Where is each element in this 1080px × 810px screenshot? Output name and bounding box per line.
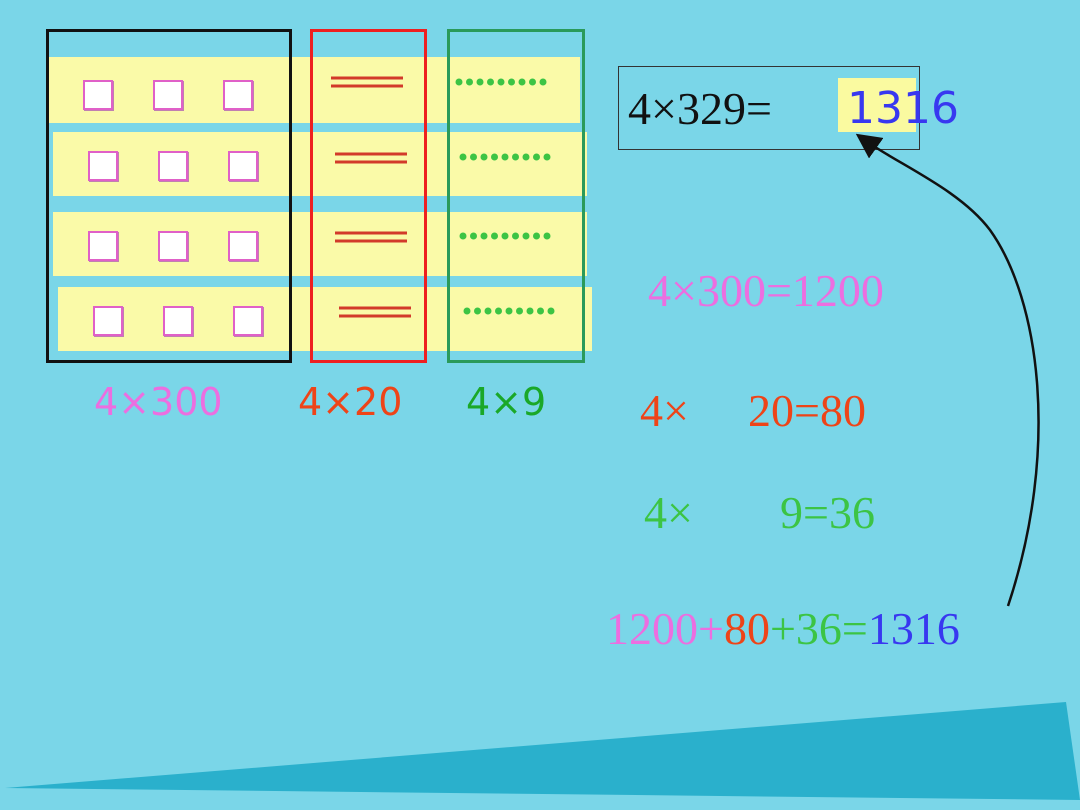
row-strip-3 bbox=[53, 212, 587, 276]
tens-group-label: 4×20 bbox=[298, 380, 403, 424]
row-strip-2 bbox=[53, 132, 587, 196]
ones-dot-row bbox=[463, 307, 555, 315]
tens-double-line bbox=[339, 306, 411, 318]
main-equation-lhs: 4×329= bbox=[628, 83, 772, 134]
partial-hundreds: 4×300=1200 bbox=[648, 265, 884, 316]
main-equation-result: 1316 bbox=[847, 83, 959, 134]
partial-ones-rest: 9=36 bbox=[780, 487, 875, 538]
main-equation-box bbox=[618, 66, 920, 150]
hundred-square bbox=[233, 306, 263, 336]
sum-equation: 1200+80+36=1316 bbox=[606, 606, 960, 652]
hundred-square bbox=[223, 80, 253, 110]
row-strip-4 bbox=[58, 287, 592, 351]
sum-plus-1: + bbox=[698, 603, 724, 654]
result-highlight bbox=[838, 78, 916, 132]
tens-group-frame bbox=[310, 29, 427, 363]
hundred-square bbox=[93, 306, 123, 336]
hundred-square bbox=[88, 151, 118, 181]
hundred-square bbox=[228, 231, 258, 261]
hundred-square bbox=[228, 151, 258, 181]
hundred-square bbox=[158, 151, 188, 181]
ones-group-frame bbox=[447, 29, 585, 363]
sum-plus-2: + bbox=[769, 603, 796, 654]
hundred-square bbox=[83, 80, 113, 110]
sum-result: 1316 bbox=[867, 603, 960, 654]
partial-ones-operator: 4× bbox=[644, 487, 693, 538]
hundreds-group-label: 4×300 bbox=[94, 380, 223, 424]
hundred-square bbox=[163, 306, 193, 336]
row-strip-1 bbox=[48, 57, 580, 123]
tens-double-line bbox=[335, 231, 407, 243]
bottom-wedge-decoration bbox=[5, 702, 1080, 800]
ones-dot-row bbox=[455, 78, 547, 86]
tens-double-line bbox=[335, 152, 407, 164]
ones-dot-row bbox=[459, 232, 551, 240]
partial-tens-operator: 4× bbox=[640, 385, 689, 436]
sum-term-ones: 36 bbox=[795, 603, 842, 654]
partial-tens-rest: 20=80 bbox=[748, 385, 866, 436]
hundred-square bbox=[88, 231, 118, 261]
tens-double-line bbox=[331, 76, 403, 88]
sum-term-tens: 80 bbox=[723, 603, 770, 654]
ones-dot-row bbox=[459, 153, 551, 161]
ones-group-label: 4×9 bbox=[466, 380, 547, 424]
sum-term-hundreds: 1200 bbox=[606, 603, 698, 654]
hundred-square bbox=[158, 231, 188, 261]
hundred-square bbox=[153, 80, 183, 110]
hundreds-group-frame bbox=[46, 29, 292, 363]
sum-equals: = bbox=[841, 603, 868, 654]
